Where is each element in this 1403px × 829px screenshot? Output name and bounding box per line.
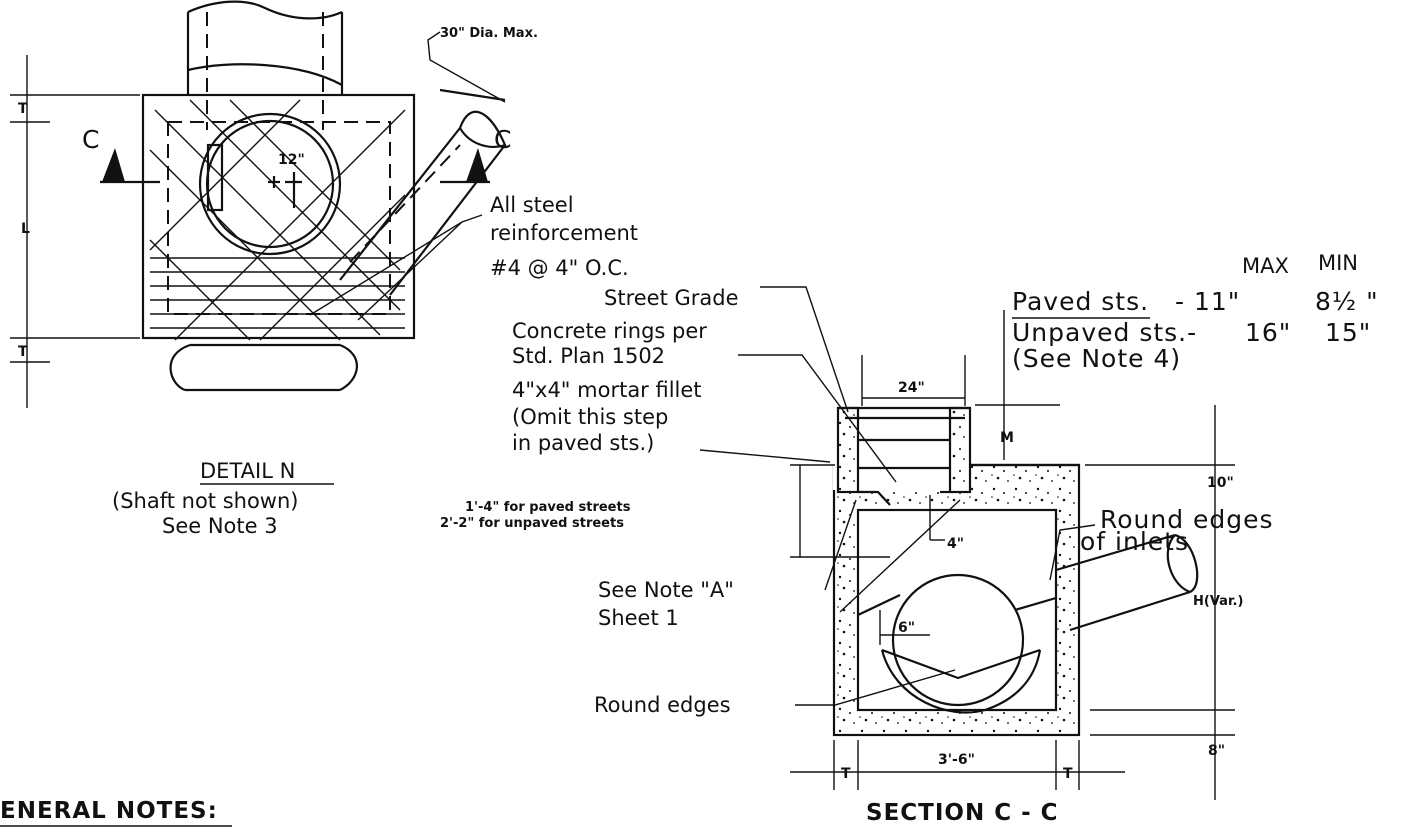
section-cc-mortar-line3: in paved sts.) (512, 431, 654, 455)
table-paved-max: - 11" (1175, 287, 1240, 316)
detail-n-section-mark-right: C (494, 125, 512, 154)
detail-n-shaft-circle (198, 112, 342, 256)
section-cc-mortar-line2: (Omit this step (512, 405, 668, 429)
table-min-header: MIN (1318, 251, 1358, 275)
section-cc-mortar-line1: 4"x4" mortar fillet (512, 378, 702, 402)
section-cc-dim-width: 3'-6" (938, 752, 975, 768)
section-cc-round-edges-inlets-1: Round edges (1100, 505, 1274, 534)
section-cc-rings-line2: Std. Plan 1502 (512, 344, 665, 368)
table-paved-min: 8½ " (1315, 287, 1379, 316)
section-cc-dims (790, 310, 1235, 800)
detail-n: 12" 30" Dia. Max. C C (10, 0, 638, 538)
section-cc-street-grade: Street Grade (604, 286, 739, 310)
detail-n-section-mark-left: C (82, 125, 100, 154)
section-cc-structure (832, 406, 1199, 737)
section-cc-dim-6: 6" (898, 620, 915, 636)
section-cc-paved-line2: 2'-2" for unpaved streets (440, 516, 624, 531)
section-cc-dim-8: 8" (1208, 743, 1225, 759)
detail-n-dim-top-t: T (18, 101, 28, 117)
section-cc-paved-line1: 1'-4" for paved streets (465, 500, 631, 515)
section-cc-dim-h: H(Var.) (1193, 594, 1243, 609)
detail-n-dim-bottom-t: T (18, 344, 28, 360)
section-cc-dim-4: 4" (947, 536, 964, 552)
table-paved-label: Paved sts. (1012, 287, 1149, 316)
detail-n-upper-pipe (186, 0, 344, 130)
detail-n-inlet-pipe (339, 88, 507, 296)
detail-n-dim-l: L (21, 221, 30, 237)
table-unpaved-label: Unpaved sts.- (1012, 318, 1197, 347)
section-cc-see-note-a: See Note "A" (598, 578, 734, 602)
table-see-note-4: (See Note 4) (1012, 344, 1181, 373)
section-cc-dim-24: 24" (898, 380, 925, 396)
detail-n-steel-line1: All steel (490, 193, 574, 217)
section-cc-round-edges-inlets-2: of inlets (1080, 527, 1189, 556)
table-unpaved-max: 16" (1245, 318, 1291, 347)
section-cc-rings-line1: Concrete rings per (512, 319, 707, 343)
detail-n-reinforcement (149, 99, 406, 341)
section-cc-title: SECTION C - C (866, 800, 1059, 826)
table-max-header: MAX (1242, 254, 1289, 278)
detail-n-inner-box (167, 121, 391, 315)
section-cc-round-edges: Round edges (594, 693, 731, 717)
section-cc-sheet-1: Sheet 1 (598, 606, 679, 630)
section-cc: 24" M 10" 4" 6" H(Var.) 8" T 3'-6" T Str… (440, 286, 1274, 826)
section-cc-dim-t-right: T (1063, 766, 1073, 782)
detail-n-section-marks (100, 148, 490, 184)
m-dimension-table: MAX MIN Paved sts. - 11" 8½ " Unpaved st… (1012, 251, 1379, 373)
section-cc-dim-m: M (1000, 430, 1014, 446)
detail-n-left-dims (10, 55, 140, 408)
table-unpaved-min: 15" (1325, 318, 1371, 347)
detail-n-subtitle1: (Shaft not shown) (112, 489, 298, 513)
section-cc-dim-10: 10" (1207, 475, 1234, 491)
section-cc-dim-t-left: T (841, 766, 851, 782)
detail-n-subtitle2: See Note 3 (162, 514, 278, 538)
general-notes-heading: ENERAL NOTES: (0, 798, 218, 824)
detail-n-steel-line3: #4 @ 4" O.C. (490, 256, 629, 280)
detail-n-steel-line2: reinforcement (490, 221, 638, 245)
detail-n-inlet-label: 30" Dia. Max. (440, 26, 538, 41)
detail-n-dim-12: 12" (278, 152, 305, 168)
detail-n-title: DETAIL N (200, 459, 295, 483)
detail-n-lower-pipe (169, 337, 358, 392)
